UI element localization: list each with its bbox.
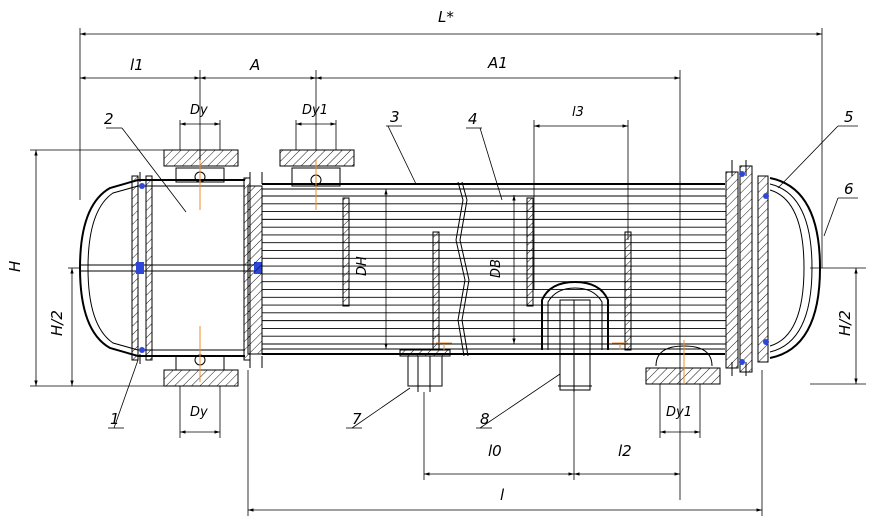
callout-4: 4 (468, 110, 478, 128)
callout-7: 7 (352, 410, 362, 428)
nozzle-top-left (163, 149, 239, 184)
label-A: A (249, 56, 260, 74)
label-l1: l1 (130, 56, 144, 74)
label-l3: l3 (572, 105, 584, 120)
callout-3: 3 (390, 108, 400, 126)
label-Dy1-top: Dy1 (302, 103, 328, 118)
support-8 (541, 280, 609, 392)
label-DH: DH (355, 256, 370, 276)
callout-5: 5 (844, 108, 854, 126)
label-Dy-top: Dy (190, 103, 208, 118)
label-Dy1-bottom: Dy1 (666, 405, 692, 420)
shell (78, 160, 822, 376)
tube-sheet-flange (243, 177, 251, 361)
label-l2: l2 (618, 442, 632, 460)
tube-bundle (262, 195, 726, 345)
nozzle-top-right (279, 149, 355, 187)
callout-6: 6 (844, 180, 854, 198)
leaders (106, 125, 858, 429)
label-A1: A1 (487, 54, 508, 72)
callout-2: 2 (104, 110, 114, 128)
callout-8: 8 (480, 410, 490, 428)
nozzle-bottom-right (645, 345, 721, 385)
label-DB: DB (489, 259, 504, 278)
label-l: l (500, 486, 505, 504)
nozzle-bottom-left (163, 354, 239, 387)
label-H-half-left: H/2 (48, 310, 66, 336)
channel (80, 172, 262, 364)
label-H: H (6, 261, 24, 272)
label-Dy-bottom: Dy (190, 405, 208, 420)
callout-1: 1 (110, 410, 120, 428)
label-total-length: L* (438, 8, 454, 26)
dimension-lines (30, 28, 866, 516)
support-7 (399, 349, 451, 392)
center-lines (199, 160, 685, 384)
label-H-half-right: H/2 (836, 310, 854, 336)
label-l0: l0 (488, 442, 502, 460)
